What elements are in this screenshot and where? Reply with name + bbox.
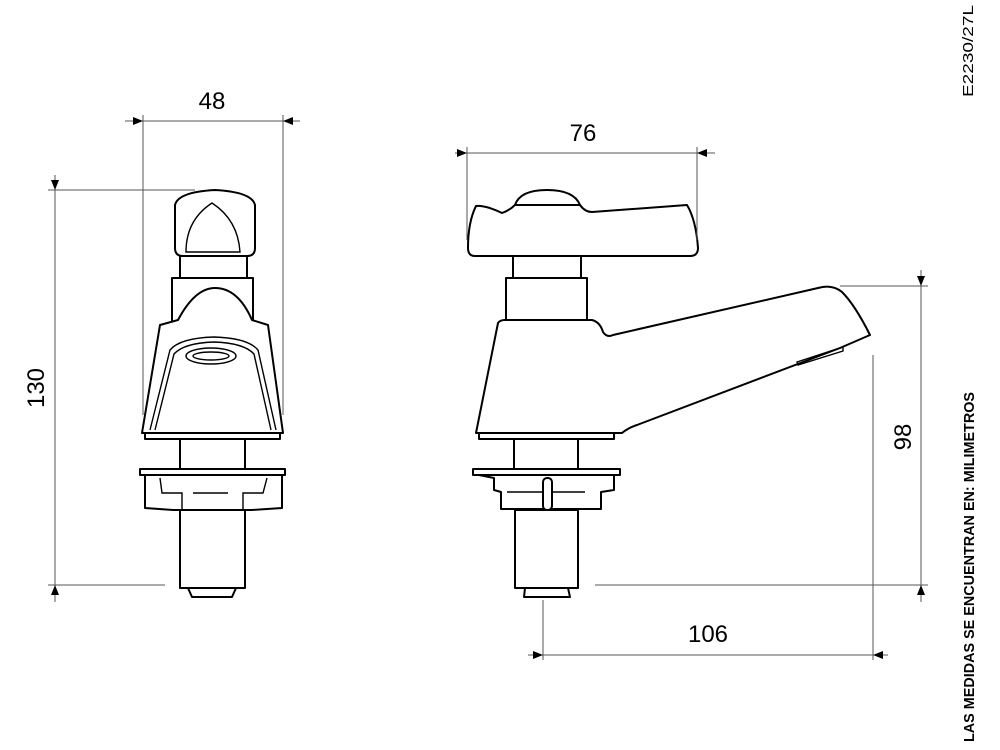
dimension-48: 48 (125, 88, 300, 415)
drawing-code: E2230/27L (960, 5, 977, 97)
dimension-label-48: 48 (199, 88, 226, 115)
dimension-label-130: 130 (23, 368, 50, 408)
dimension-106: 106 (528, 355, 888, 660)
dimension-label-106: 106 (688, 621, 728, 648)
dimension-76: 76 (455, 120, 715, 240)
dimension-label-76: 76 (570, 120, 597, 147)
dimension-label-98: 98 (890, 424, 917, 451)
faucet-side-view (467, 189, 871, 598)
faucet-front-view (139, 189, 286, 598)
units-note: LAS MEDIDAS SE ENCUENTRAN EN: MILIMETROS (961, 392, 978, 742)
dimension-130: 130 (23, 175, 195, 602)
